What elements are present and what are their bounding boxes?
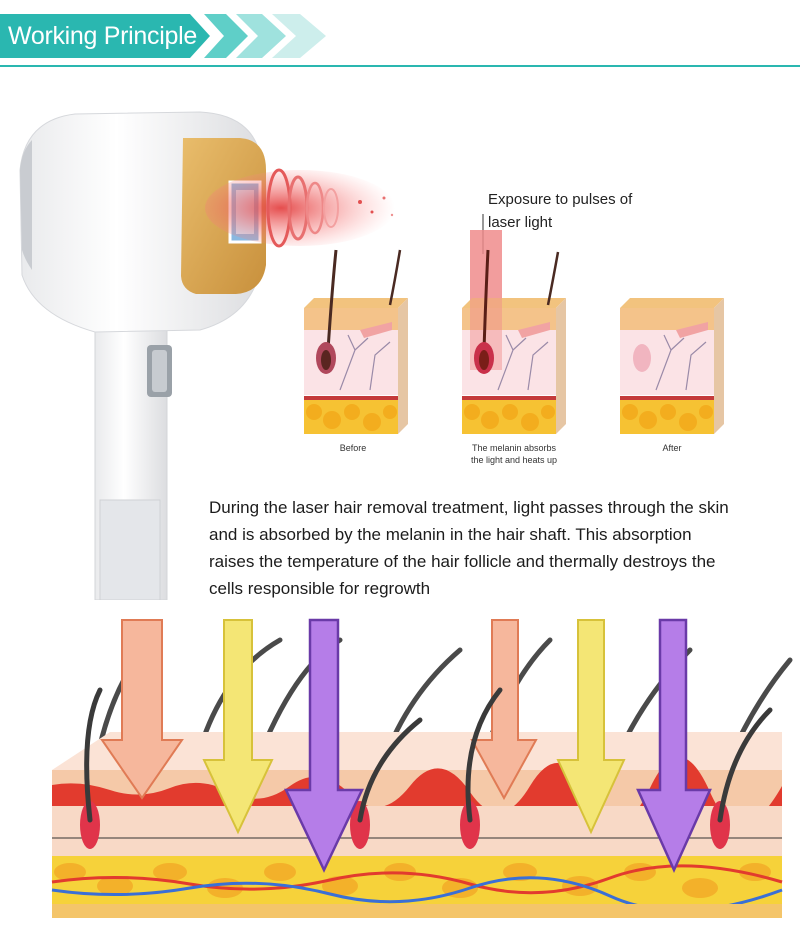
- description-line-2: and is absorbed by the melanin in the ha…: [209, 525, 692, 544]
- laser-handpiece-illustration: [19, 111, 395, 600]
- page-title: Working Principle: [8, 22, 197, 50]
- description-line-3: raises the temperature of the hair folli…: [209, 552, 716, 571]
- pulse-caption: Exposure to pulses of laser light: [488, 188, 632, 234]
- description-line-4: cells responsible for regrowth: [209, 579, 431, 598]
- pulse-caption-line-2: laser light: [488, 214, 553, 231]
- header-banner-graphic: [0, 14, 800, 67]
- skin-cross-section-illustration: [51, 618, 793, 918]
- skin-stage-diagrams: [303, 230, 725, 435]
- stage-label-after: After: [612, 442, 732, 454]
- stage-label-absorbs: The melanin absorbs the light and heats …: [454, 442, 574, 466]
- stage-before-line-1: Before: [339, 443, 367, 453]
- stage-absorbs-line-2: the light and heats up: [470, 455, 558, 465]
- description-text: During the laser hair removal treatment,…: [209, 494, 779, 602]
- stage-label-before: Before: [293, 442, 413, 454]
- stage-absorbs-line-1: The melanin absorbs: [471, 443, 557, 453]
- header-bar: Working Principle: [0, 0, 800, 70]
- pulse-caption-line-1: Exposure to pulses of: [488, 191, 633, 208]
- stage-after-line-1: After: [662, 443, 682, 453]
- description-line-1: During the laser hair removal treatment,…: [209, 498, 729, 517]
